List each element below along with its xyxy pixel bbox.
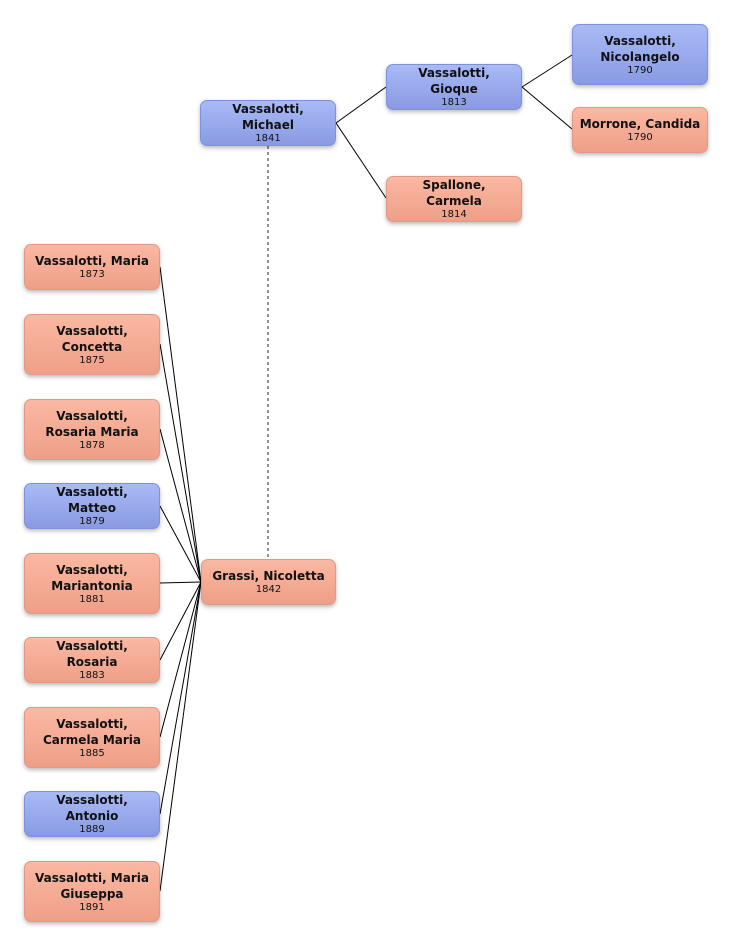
person-card-maria-giuseppa[interactable]: Vassalotti, Maria Giuseppa 1891 (24, 861, 160, 922)
line-child-mariantonia (159, 581, 202, 584)
person-birth-year: 1790 (627, 132, 653, 143)
line-child-rosaria-maria (159, 428, 202, 583)
person-name: Vassalotti, Gioque (418, 66, 490, 96)
person-name: Grassi, Nicoletta (212, 569, 325, 583)
person-card-rosaria-maria[interactable]: Vassalotti, Rosaria Maria 1878 (24, 399, 160, 460)
line-michael-carmela (335, 122, 387, 199)
line-gioque-nicolangelo (521, 54, 573, 88)
line-child-maria-giuseppa (159, 581, 202, 892)
person-birth-year: 1814 (441, 209, 467, 220)
line-child-concetta (159, 343, 202, 583)
person-name: Spallone, Carmela (422, 178, 486, 208)
line-gioque-candida (521, 86, 573, 130)
person-birth-year: 1879 (79, 516, 105, 527)
person-card-spallone-carmela[interactable]: Spallone, Carmela 1814 (386, 176, 522, 222)
person-birth-year: 1842 (255, 584, 282, 595)
person-name: Vassalotti, Mariantonia (51, 562, 133, 593)
person-name: Vassalotti, Maria Giuseppa (35, 870, 149, 901)
line-child-maria (159, 266, 202, 583)
person-birth-year: 1883 (79, 670, 105, 681)
person-name: Vassalotti, Carmela Maria (42, 716, 142, 747)
person-name: Vassalotti, Concetta (56, 323, 128, 354)
person-name: Vassalotti, Nicolangelo (600, 33, 680, 64)
person-card-grassi-nicoletta[interactable]: Grassi, Nicoletta 1842 (201, 559, 336, 605)
person-birth-year: 1841 (255, 133, 281, 144)
line-michael-gioque (335, 86, 387, 124)
person-card-michael[interactable]: Vassalotti, Michael 1841 (200, 100, 336, 146)
person-name: Vassalotti, Maria (35, 254, 149, 268)
person-birth-year: 1889 (79, 824, 105, 835)
person-birth-year: 1875 (79, 354, 105, 366)
line-child-antonio (159, 581, 202, 815)
person-card-carmela-maria[interactable]: Vassalotti, Carmela Maria 1885 (24, 707, 160, 768)
line-child-rosaria (159, 581, 202, 661)
person-name: Vassalotti, Rosaria Maria (45, 408, 139, 439)
person-birth-year: 1873 (79, 269, 105, 280)
person-birth-year: 1881 (79, 593, 105, 605)
person-birth-year: 1885 (79, 747, 105, 759)
person-name: Morrone, Candida (579, 117, 701, 131)
line-child-matteo (159, 505, 202, 583)
person-birth-year: 1878 (79, 439, 105, 451)
person-card-mariantonia[interactable]: Vassalotti, Mariantonia 1881 (24, 553, 160, 614)
person-name: Vassalotti, Antonio (56, 793, 128, 823)
person-card-rosaria[interactable]: Vassalotti, Rosaria 1883 (24, 637, 160, 683)
person-card-antonio[interactable]: Vassalotti, Antonio 1889 (24, 791, 160, 837)
person-birth-year: 1891 (79, 901, 105, 913)
person-name: Vassalotti, Matteo (56, 485, 128, 515)
person-card-matteo[interactable]: Vassalotti, Matteo 1879 (24, 483, 160, 529)
person-birth-year: 1790 (627, 64, 653, 76)
person-name: Vassalotti, Rosaria (56, 639, 128, 669)
person-name: Vassalotti, Michael (232, 102, 304, 132)
person-card-maria[interactable]: Vassalotti, Maria 1873 (24, 244, 160, 290)
person-birth-year: 1813 (441, 97, 467, 108)
person-card-morrone-candida[interactable]: Morrone, Candida 1790 (572, 107, 708, 153)
person-card-gioque[interactable]: Vassalotti, Gioque 1813 (386, 64, 522, 110)
person-card-concetta[interactable]: Vassalotti, Concetta 1875 (24, 314, 160, 375)
person-card-nicolangelo[interactable]: Vassalotti, Nicolangelo 1790 (572, 24, 708, 85)
line-child-carmela-maria (159, 581, 202, 738)
